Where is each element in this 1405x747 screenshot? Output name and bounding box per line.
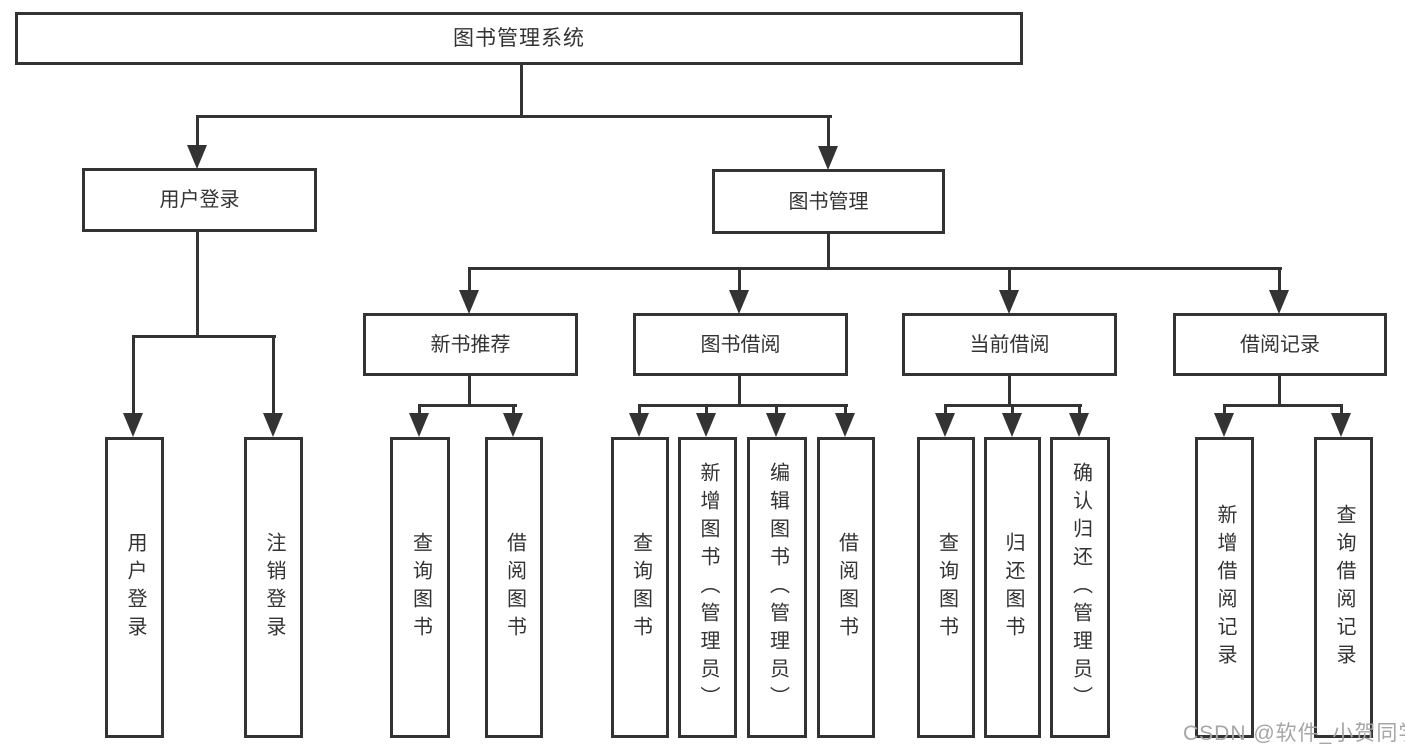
connector-drop-leaf <box>944 404 947 416</box>
arrow-down-icon <box>1069 413 1089 437</box>
node-root-system: 图书管理系统 <box>15 12 1023 65</box>
node-borrow-records-label: 借阅记录 <box>1240 333 1320 356</box>
leaf-query-borrow-record: 查询借阅记录 <box>1314 437 1373 738</box>
arrow-down-icon <box>1331 413 1351 437</box>
connector-drop-leaf <box>512 404 515 416</box>
arrow-down-icon <box>503 413 523 437</box>
connector-root-stem <box>520 65 523 118</box>
connector-newbooks-stem <box>468 376 471 407</box>
leaf-label: 借阅图书 <box>503 531 526 644</box>
leaf-label: 用户登录 <box>124 531 146 644</box>
leaf-query-book-3: 查询图书 <box>917 437 975 738</box>
leaf-label: 查询图书 <box>629 531 652 644</box>
node-book-mgmt: 图书管理 <box>712 169 945 234</box>
csdn-watermark: CSDN @软件_小贺同学 <box>1183 722 1405 745</box>
arrow-down-icon <box>1269 290 1289 314</box>
leaf-add-borrow-record: 新增借阅记录 <box>1195 437 1254 738</box>
leaf-label: 编辑图书（管理员） <box>766 461 789 714</box>
arrow-down-icon <box>696 413 716 437</box>
node-book-mgmt-label: 图书管理 <box>788 190 869 213</box>
arrow-down-icon <box>263 413 283 437</box>
leaf-label: 归还图书 <box>1002 531 1024 644</box>
arrow-down-icon <box>999 290 1019 314</box>
connector-drop-leaf <box>132 335 135 415</box>
connector-bookborrow-horizontal <box>638 404 848 407</box>
connector-currentborrow-stem <box>1008 376 1011 407</box>
arrow-down-icon <box>409 413 429 437</box>
connector-borrowrecords-horizontal <box>1223 404 1343 407</box>
connector-drop-leaf <box>272 335 275 415</box>
leaf-borrow-book-1: 借阅图书 <box>485 437 543 738</box>
arrow-down-icon <box>1002 413 1022 437</box>
arrow-down-icon <box>187 145 207 169</box>
node-new-books: 新书推荐 <box>363 313 578 376</box>
leaf-label: 注销登录 <box>263 531 285 644</box>
connector-borrowrecords-stem <box>1278 376 1281 407</box>
connector-drop-borrow-records <box>1278 267 1281 293</box>
leaf-label: 查询借阅记录 <box>1333 503 1355 672</box>
connector-mgmt-stem <box>827 234 830 270</box>
leaf-user-login: 用户登录 <box>105 437 164 738</box>
arrow-down-icon <box>766 413 786 437</box>
leaf-label: 借阅图书 <box>835 531 858 644</box>
connector-drop-leaf <box>705 404 708 416</box>
connector-drop-leaf <box>1011 404 1014 416</box>
arrow-down-icon <box>729 290 749 314</box>
connector-login-horizontal <box>132 335 276 338</box>
connector-drop-user-login <box>196 115 199 148</box>
node-current-borrow: 当前借阅 <box>902 313 1117 376</box>
connector-drop-leaf <box>1078 404 1081 416</box>
arrow-down-icon <box>629 413 649 437</box>
node-root-label: 图书管理系统 <box>453 27 585 50</box>
leaf-logout: 注销登录 <box>244 437 303 738</box>
leaf-label: 查询图书 <box>935 531 958 644</box>
leaf-edit-book-admin: 编辑图书（管理员） <box>747 437 807 738</box>
connector-drop-leaf <box>418 404 421 416</box>
connector-drop-leaf <box>1340 404 1343 416</box>
node-new-books-label: 新书推荐 <box>430 333 511 356</box>
leaf-confirm-return-admin: 确认归还（管理员） <box>1050 437 1110 738</box>
node-current-borrow-label: 当前借阅 <box>969 333 1050 356</box>
node-book-borrow-label: 图书借阅 <box>700 333 781 356</box>
leaf-label: 新增借阅记录 <box>1214 503 1236 672</box>
connector-login-stem <box>196 232 199 338</box>
connector-drop-new-books <box>468 267 471 293</box>
arrow-down-icon <box>935 413 955 437</box>
connector-drop-book-borrow <box>738 267 741 293</box>
connector-drop-current-borrow <box>1008 267 1011 293</box>
connector-drop-leaf <box>638 404 641 416</box>
connector-drop-leaf <box>844 404 847 416</box>
connector-level2-horizontal <box>196 115 832 118</box>
leaf-return-book: 归还图书 <box>984 437 1041 738</box>
arrow-down-icon <box>123 413 143 437</box>
arrow-down-icon <box>1214 413 1234 437</box>
connector-newbooks-horizontal <box>418 404 517 407</box>
leaf-query-book-2: 查询图书 <box>611 437 669 738</box>
connector-drop-book-mgmt <box>827 115 830 148</box>
node-user-login: 用户登录 <box>82 168 317 232</box>
connector-drop-leaf <box>1223 404 1226 416</box>
node-borrow-records: 借阅记录 <box>1173 313 1387 376</box>
leaf-add-book-admin: 新增图书（管理员） <box>678 437 737 738</box>
leaf-label: 确认归还（管理员） <box>1069 461 1092 714</box>
connector-level3-horizontal <box>468 267 1282 270</box>
node-user-login-label: 用户登录 <box>159 189 240 211</box>
node-book-borrow: 图书借阅 <box>633 313 848 376</box>
leaf-label: 查询图书 <box>409 531 432 644</box>
arrow-down-icon <box>835 413 855 437</box>
leaf-label: 新增图书（管理员） <box>697 461 719 714</box>
connector-drop-leaf <box>775 404 778 416</box>
arrow-down-icon <box>818 146 838 170</box>
leaf-query-book-1: 查询图书 <box>390 437 450 738</box>
leaf-borrow-book-2: 借阅图书 <box>817 437 875 738</box>
arrow-down-icon <box>459 290 479 314</box>
connector-bookborrow-stem <box>738 376 741 407</box>
